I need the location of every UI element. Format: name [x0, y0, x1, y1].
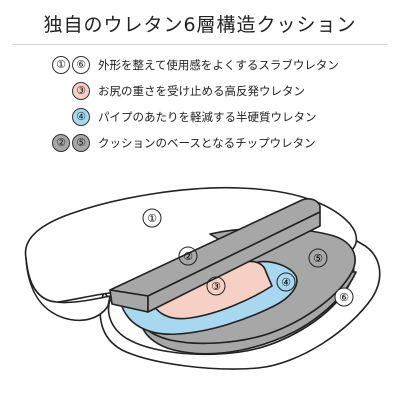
legend-badge: ⑥	[72, 56, 90, 74]
legend-badge: ⑤	[72, 134, 90, 152]
legend-row-semi-rigid: ④ パイプのあたりを軽減する半硬質ウレタン	[34, 104, 394, 130]
legend-badge: ④	[72, 108, 90, 126]
legend-text: クッションのベースとなるチップウレタン	[98, 136, 316, 150]
legend-badges: ③	[34, 82, 90, 100]
diagram-label-6: ⑥	[339, 291, 349, 304]
diagram-marker-4: ④	[276, 272, 296, 292]
layer-5-chip-base-edge	[139, 271, 357, 355]
layer-2-chip-bar-side	[147, 211, 321, 313]
layer-3-high-resilience	[149, 260, 273, 320]
legend-badge: ①	[52, 56, 70, 74]
title-divider	[12, 44, 388, 45]
legend-badges: ④	[34, 108, 90, 126]
legend-badges: ① ⑥	[34, 56, 90, 74]
legend-text: パイプのあたりを軽減する半硬質ウレタン	[98, 110, 317, 124]
legend-badges: ② ⑤	[34, 134, 90, 152]
diagram-label-5: ⑤	[313, 252, 323, 265]
legend-row-slab: ① ⑥ 外形を整えて使用感をよくするスラブウレタン	[34, 52, 394, 78]
diagram-marker-6: ⑥	[334, 287, 354, 307]
diagram-marker-5: ⑤	[308, 248, 328, 268]
layer-1-front-face	[25, 257, 111, 322]
diagram-label-3: ③	[211, 280, 221, 293]
legend-text: お尻の重さを受け止める高反発ウレタン	[98, 84, 305, 98]
legend-badge: ③	[72, 82, 90, 100]
layer-6-bottom-shell	[99, 235, 381, 370]
legend-row-high-resilience: ③ お尻の重さを受け止める高反発ウレタン	[34, 78, 394, 104]
cushion-illustration: ① ② ③ ④ ⑤ ⑥	[24, 186, 381, 370]
layer-legend: ① ⑥ 外形を整えて使用感をよくするスラブウレタン ③ お尻の重さを受け止める高…	[34, 52, 394, 156]
page-title: 独自のウレタン6層構造クッション	[43, 14, 357, 36]
diagram-label-2: ②	[183, 250, 193, 263]
diagram-marker-3: ③	[206, 276, 226, 296]
legend-text: 外形を整えて使用感をよくするスラブウレタン	[98, 58, 339, 72]
legend-row-chip: ② ⑤ クッションのベースとなるチップウレタン	[34, 130, 394, 156]
diagram-label-4: ④	[281, 276, 291, 289]
legend-badge: ②	[52, 134, 70, 152]
diagram-marker-1: ①	[142, 208, 162, 228]
layer-2-chip-bar-top	[109, 198, 321, 297]
diagram-label-1: ①	[147, 212, 157, 225]
diagram-marker-2: ②	[178, 246, 198, 266]
